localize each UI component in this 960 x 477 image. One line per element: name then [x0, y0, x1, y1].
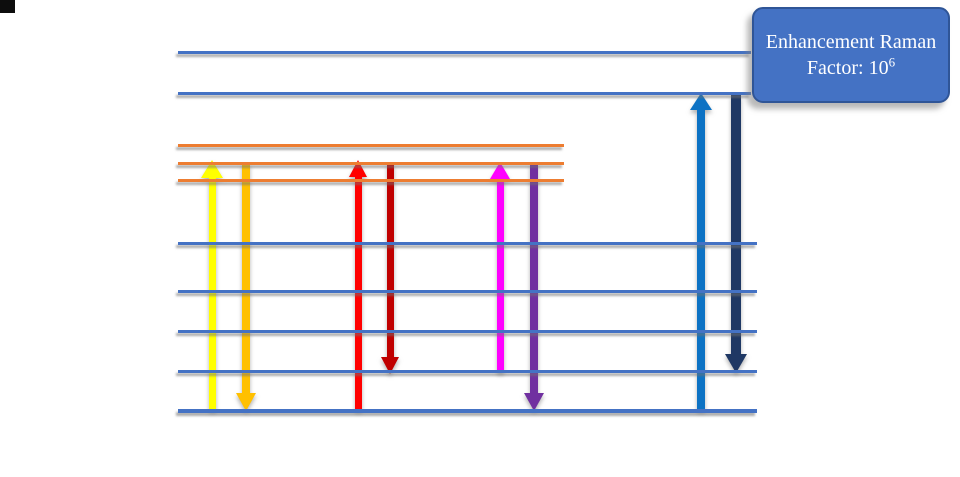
stokes-scattered-arrow-head	[381, 357, 399, 374]
antistokes-scattered-arrow-head	[523, 393, 544, 411]
virtual-level-3	[178, 179, 564, 182]
rayleigh-scattered-arrow	[236, 163, 256, 411]
enhancement-factor-callout: Enhancement Raman Factor: 106	[752, 7, 950, 103]
stokes-scattered-arrow-shaft	[386, 163, 394, 358]
resonance-excitation-arrow	[690, 93, 712, 410]
resonance-excitation-arrow-shaft	[697, 109, 705, 410]
stokes-excitation-arrow-shaft	[354, 176, 362, 410]
stokes-scattered-arrow	[381, 163, 399, 374]
resonance-stokes-arrow-shaft	[731, 95, 741, 355]
antistokes-excitation-arrow-shaft	[496, 178, 504, 372]
vibrational-level-3	[178, 290, 757, 293]
antistokes-excitation-arrow-head	[489, 162, 510, 179]
resonance-excitation-arrow-head	[690, 93, 712, 110]
vibrational-level-4	[178, 242, 757, 245]
vibrational-level-1	[178, 370, 757, 373]
rayleigh-excitation-arrow-shaft	[208, 177, 216, 410]
corner-artifact	[0, 0, 15, 13]
resonance-stokes-arrow	[724, 95, 748, 373]
excited-electronic-level-2	[178, 51, 751, 54]
antistokes-scattered-arrow	[523, 163, 545, 411]
antistokes-scattered-arrow-shaft	[530, 163, 538, 394]
callout-line2: Factor: 106	[807, 55, 895, 81]
callout-factor-label: Factor: 10	[806, 57, 889, 79]
excited-electronic-level-1	[178, 92, 751, 95]
vibrational-level-2	[178, 330, 757, 333]
resonance-stokes-arrow-head	[724, 354, 747, 373]
virtual-level-1	[178, 144, 564, 147]
callout-factor-exponent: 6	[888, 54, 896, 70]
callout-line1: Enhancement Raman	[765, 31, 937, 53]
rayleigh-scattered-arrow-shaft	[242, 163, 250, 394]
ground-level	[178, 409, 757, 413]
antistokes-excitation-arrow	[489, 162, 511, 372]
virtual-level-2	[178, 162, 564, 165]
rayleigh-scattered-arrow-head	[236, 393, 256, 411]
